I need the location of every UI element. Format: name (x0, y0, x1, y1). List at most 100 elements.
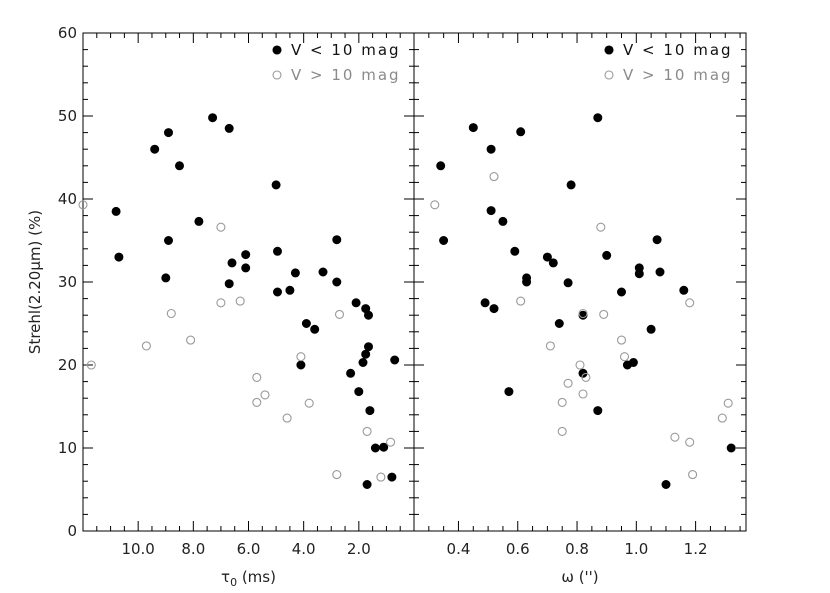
legend-label: V < 10 mag (623, 41, 733, 59)
data-point-bright (439, 236, 449, 245)
data-point-faint (685, 298, 695, 308)
legend-marker (604, 45, 614, 55)
legend-label: V > 10 mag (291, 66, 401, 84)
data-point-bright (617, 287, 626, 297)
data-point-faint (670, 432, 680, 442)
data-point-faint (376, 472, 386, 482)
data-point-faint (386, 437, 396, 447)
data-point-bright (285, 285, 295, 295)
data-point-faint (619, 352, 630, 362)
data-point-bright (468, 123, 478, 133)
data-point-faint (581, 372, 591, 382)
x-axis-label: τ0 (ms) (221, 568, 276, 589)
data-point-bright (554, 319, 564, 328)
data-point-bright (224, 279, 234, 289)
data-point-faint (430, 200, 440, 210)
data-point-faint (489, 172, 499, 182)
plot-frame (82, 32, 415, 532)
data-point-faint (557, 426, 567, 436)
data-point-bright (522, 277, 532, 287)
data-point-faint (332, 470, 342, 480)
legend-marker (272, 70, 282, 80)
data-point-faint (252, 397, 262, 407)
data-point-faint (578, 389, 588, 399)
data-point-bright (364, 310, 373, 320)
data-point-bright (516, 127, 526, 137)
data-point-faint (563, 378, 573, 388)
legend-label: V > 10 mag (623, 66, 733, 84)
data-point-bright (114, 252, 124, 262)
data-point-bright (351, 298, 361, 308)
data-point-bright (661, 480, 671, 489)
data-point-faint (235, 296, 245, 306)
data-point-bright (486, 144, 496, 154)
x-axis-label: ω ('') (561, 568, 598, 586)
data-point-bright (365, 406, 375, 416)
x-tick-label: 8.0 (181, 540, 205, 558)
x-tick-label: 1.2 (684, 540, 708, 558)
data-point-bright (354, 387, 364, 397)
data-point-bright (726, 443, 736, 453)
data-point-bright (150, 144, 160, 154)
data-point-bright (362, 480, 372, 489)
data-point-faint (260, 390, 270, 400)
data-point-faint (282, 413, 292, 423)
data-point-bright (227, 258, 237, 268)
data-point-bright (164, 236, 173, 245)
data-point-bright (548, 258, 558, 268)
data-point-bright (480, 298, 490, 308)
data-point-faint (578, 308, 588, 319)
data-point-faint (516, 296, 526, 306)
data-point-bright (436, 161, 446, 171)
data-point-faint (723, 398, 733, 408)
data-point-faint (685, 437, 695, 447)
y-tick-label: 10 (58, 439, 77, 457)
data-point-bright (652, 235, 662, 245)
data-point-faint (545, 341, 555, 351)
data-point-faint (688, 470, 698, 480)
data-point-faint (86, 360, 96, 370)
y-tick-label: 30 (58, 273, 77, 291)
data-point-faint (141, 341, 151, 351)
data-point-faint (717, 413, 727, 423)
data-point-bright (164, 128, 173, 138)
y-axis-label: Strehl(2.20μm) (%) (26, 210, 44, 354)
data-point-bright (510, 246, 520, 256)
x-tick-label: 0.4 (447, 540, 471, 558)
data-point-bright (542, 252, 552, 262)
data-point-bright (208, 113, 218, 123)
data-point-bright (318, 267, 328, 277)
data-point-bright (679, 285, 689, 295)
data-point-bright (498, 216, 508, 226)
data-point-bright (271, 180, 281, 190)
legend-label: V < 10 mag (291, 41, 401, 59)
data-point-bright (273, 246, 282, 256)
data-point-bright (290, 268, 300, 278)
data-point-bright (593, 113, 603, 123)
data-point-faint (252, 372, 262, 382)
data-point-bright (602, 250, 612, 260)
data-point-bright (563, 278, 573, 288)
data-point-bright (310, 324, 320, 334)
x-tick-label: 0.6 (506, 540, 530, 558)
data-point-faint (575, 360, 585, 370)
data-point-bright (364, 342, 373, 352)
legend-marker (604, 70, 614, 80)
x-tick-label: 0.8 (565, 540, 589, 558)
x-tick-label: 10.0 (121, 540, 154, 558)
data-point-bright (332, 277, 342, 287)
data-point-bright (301, 319, 311, 328)
data-point-bright (175, 161, 184, 171)
data-point-bright (224, 123, 234, 133)
data-point-bright (161, 273, 171, 283)
data-point-faint (78, 200, 88, 210)
data-point-bright (361, 349, 371, 359)
data-point-bright (655, 267, 665, 277)
data-point-bright (241, 250, 251, 260)
data-point-bright (387, 472, 397, 482)
data-point-faint (216, 222, 226, 232)
data-point-bright (593, 406, 603, 416)
data-point-faint (296, 352, 306, 362)
